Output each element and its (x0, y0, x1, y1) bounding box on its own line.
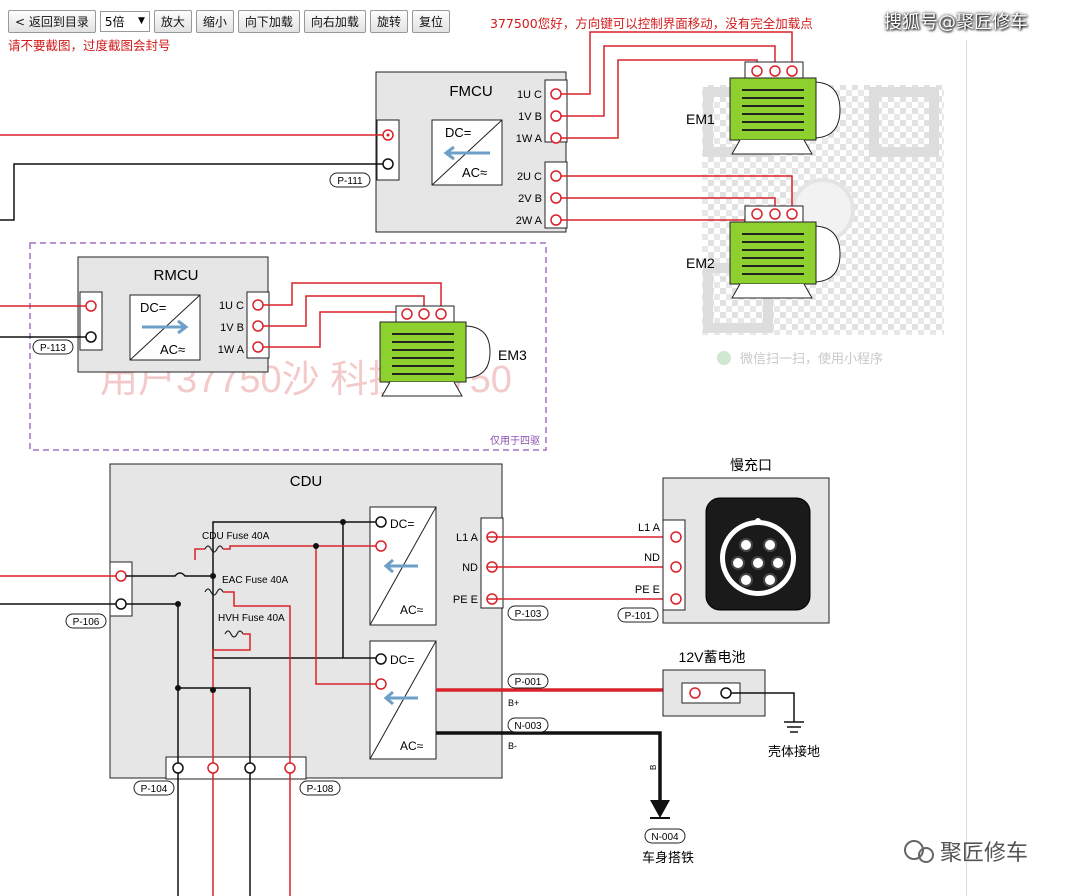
fmcu-module: FMCU DC= AC≈ 1U C 1V B 1W A 2U C 2V B 2W… (329, 71, 568, 233)
battery-title: 12V蓄电池 (679, 649, 746, 665)
connector-p111: P-111 (337, 176, 363, 187)
svg-text:2W A: 2W A (516, 215, 543, 227)
svg-text:L1 A: L1 A (456, 532, 479, 544)
svg-text:AC≈: AC≈ (462, 165, 487, 180)
junction-dots (175, 519, 346, 693)
svg-text:1U C: 1U C (517, 89, 542, 101)
connector-p104: P-104 (141, 784, 168, 795)
svg-text:AC≈: AC≈ (400, 739, 424, 753)
rotate-button[interactable]: 旋转 (369, 9, 408, 33)
connector-p001: P-001 (515, 677, 542, 688)
svg-text:L1 A: L1 A (638, 522, 661, 534)
svg-text:AC≈: AC≈ (160, 342, 185, 357)
fmcu-input-wires (0, 134, 383, 221)
rmcu-module: RMCU DC= AC≈ 1U C 1V B 1W A P-113 (32, 256, 270, 373)
zoom-out-button[interactable]: 缩小 (195, 9, 234, 33)
zoom-select[interactable]: 5倍 ▼ (99, 10, 150, 32)
svg-text:2U C: 2U C (517, 171, 542, 183)
svg-text:PE E: PE E (635, 584, 660, 596)
load-right-button[interactable]: 向右加载 (303, 9, 366, 33)
em1-motor: EM1 (686, 61, 841, 155)
svg-text:AC≈: AC≈ (400, 603, 424, 617)
cdu-module: CDU DC= AC≈ DC= AC≈ CDU Fuse 40A EAC Fus… (65, 463, 549, 796)
svg-text:1V B: 1V B (220, 322, 244, 334)
brand-logo: 聚匠修车 (904, 840, 1028, 866)
four-wd-note: 仅用于四驱 (490, 435, 540, 447)
em3-label: EM3 (498, 347, 527, 363)
svg-text:DC=: DC= (445, 125, 471, 140)
cdu-title: CDU (290, 473, 323, 490)
charge-port-title: 慢充口 (730, 457, 772, 473)
zoom-select-value: 5倍 (104, 14, 125, 29)
svg-text:DC=: DC= (140, 300, 166, 315)
svg-text:1V B: 1V B (518, 111, 542, 123)
svg-text:1U C: 1U C (219, 300, 244, 312)
toolbar: < 返回到目录 5倍 ▼ 放大 缩小 向下加载 向右加载 旋转 复位 (8, 9, 450, 33)
svg-text:ND: ND (462, 562, 478, 574)
b-plus-label: B+ (508, 698, 519, 708)
zoom-in-button[interactable]: 放大 (153, 9, 192, 33)
qr-caption: 微信扫一扫，使用小程序 (717, 351, 883, 366)
cdu-fuse-label: CDU Fuse 40A (202, 531, 270, 542)
screenshot-warning: 请不要截图，过度截图会封号 (8, 38, 171, 53)
brand-top-text: 搜狐号@聚匠修车 (884, 12, 1028, 33)
rmcu-title: RMCU (154, 267, 199, 284)
svg-text:DC=: DC= (390, 517, 414, 531)
rmcu-wires (0, 282, 442, 348)
body-ground-label: 壳体接地 (768, 744, 820, 759)
brand-bottom-text: 聚匠修车 (940, 841, 1028, 866)
chassis-ground-label: 车身搭铁 (642, 850, 694, 865)
navigation-notice: 377500您好，方向键可以控制界面移动，没有完全加载点 (490, 16, 813, 31)
svg-text:ND: ND (644, 552, 660, 564)
load-down-button[interactable]: 向下加载 (237, 9, 300, 33)
svg-text:PE E: PE E (453, 594, 478, 606)
b-wire-label: B (649, 765, 658, 770)
battery-12v: 12V蓄电池 (662, 649, 766, 717)
connector-n003: N-003 (514, 721, 542, 732)
svg-text:DC=: DC= (390, 653, 414, 667)
charge-port: 慢充口 L1 A ND PE E P-101 (617, 457, 830, 624)
svg-text:微信扫一扫，使用小程序: 微信扫一扫，使用小程序 (740, 351, 883, 366)
cdu-wires (0, 521, 680, 896)
b-minus-label: B- (508, 741, 517, 751)
fmcu-title: FMCU (449, 83, 492, 100)
svg-text:2V B: 2V B (518, 193, 542, 205)
connector-n004: N-004 (651, 832, 679, 843)
eac-fuse-label: EAC Fuse 40A (222, 575, 288, 586)
connector-p113: P-113 (40, 343, 66, 354)
em2-label: EM2 (686, 255, 715, 271)
chevron-down-icon: ▼ (137, 16, 145, 26)
four-wd-region (29, 242, 547, 451)
connector-p101: P-101 (625, 611, 652, 622)
connector-p103: P-103 (515, 609, 542, 620)
hvh-fuse-label: HVH Fuse 40A (218, 613, 285, 624)
back-to-index-button[interactable]: < 返回到目录 (8, 9, 96, 33)
svg-text:1W A: 1W A (218, 344, 245, 356)
chassis-ground-symbol (650, 800, 670, 819)
svg-text:1W A: 1W A (516, 133, 543, 145)
connector-p106: P-106 (73, 617, 100, 628)
em1-label: EM1 (686, 111, 715, 127)
body-ground-wire (731, 692, 804, 733)
em2-motor: EM2 (686, 205, 841, 299)
connector-p108: P-108 (307, 784, 334, 795)
reset-button[interactable]: 复位 (411, 9, 450, 33)
right-margin-panel (966, 40, 1080, 896)
em3-motor: EM3 (379, 305, 527, 397)
